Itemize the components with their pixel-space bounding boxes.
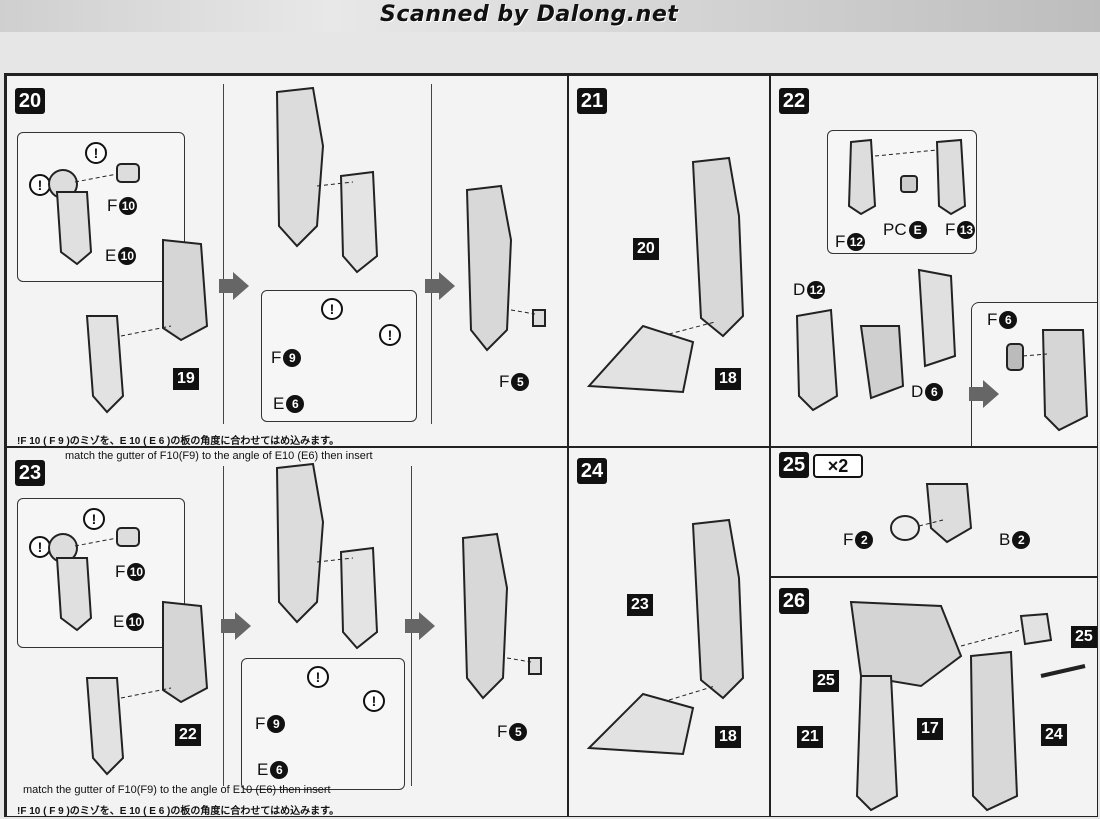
arm-assembly-illustration <box>275 86 379 274</box>
completed-arm-illustration <box>465 184 546 352</box>
part-tag-25: 25 <box>1071 626 1097 648</box>
step-number: 25 <box>779 452 809 478</box>
part-tag-22: 22 <box>175 724 201 746</box>
caution-icon: ! <box>83 508 105 530</box>
caution-icon: ! <box>363 690 385 712</box>
step-arrow <box>219 272 249 300</box>
step-21-panel: 21 20 18 <box>568 75 770 447</box>
divider <box>223 84 224 424</box>
leg-and-foot-illustration <box>586 156 745 394</box>
part-tag-21: 21 <box>797 726 823 748</box>
part-tag-25: 25 <box>813 670 839 692</box>
banner-text: Scanned by Dalong.net <box>380 2 679 27</box>
arm-part-illustration <box>48 527 140 632</box>
completed-arm-illustration <box>461 532 542 700</box>
part-tag-18: 18 <box>715 726 741 748</box>
step-number: 21 <box>577 88 607 114</box>
step-number: 22 <box>779 88 809 114</box>
step-number: 24 <box>577 458 607 484</box>
hip-finished-illustration <box>1006 329 1089 432</box>
step-arrow <box>405 612 435 640</box>
step-arrow <box>221 612 251 640</box>
instruction-note-jp: !F 10 ( F 9 )のミゾを、E 10 ( E 6 )の板の角度に合わせて… <box>17 436 340 447</box>
quantity-multiplier: ×2 <box>813 454 863 478</box>
leg-and-foot-illustration <box>586 518 745 756</box>
leg-assembly-illustration <box>85 238 209 414</box>
arm-part-illustration <box>48 163 140 266</box>
step-number: 20 <box>15 88 45 114</box>
caution-icon: ! <box>321 298 343 320</box>
instruction-note-en: match the gutter of F10(F9) to the angle… <box>65 450 373 462</box>
caution-icon: ! <box>307 666 329 688</box>
instruction-note-en: match the gutter of F10(F9) to the angle… <box>23 784 331 796</box>
part-tag-19: 19 <box>173 368 199 390</box>
caution-icon: ! <box>379 324 401 346</box>
step-24-panel: 24 23 18 <box>568 447 770 817</box>
part-tag-20: 20 <box>633 238 659 260</box>
caution-icon: ! <box>85 142 107 164</box>
hip-joint-parts-illustration <box>847 138 967 216</box>
part-tag-18: 18 <box>715 368 741 390</box>
divider <box>431 84 432 424</box>
step-23-panel: 23 match the gutter of F10(F9) to the an… <box>6 447 568 817</box>
step-number: 23 <box>15 460 45 486</box>
part-tag-17: 17 <box>917 718 943 740</box>
lower-body-assembly-illustration <box>849 600 1086 812</box>
step-26-panel: 26 25 25 21 17 24 <box>770 577 1098 817</box>
part-tag-23: 23 <box>627 594 653 616</box>
step-number: 26 <box>779 588 809 614</box>
instruction-note-jp: !F 10 ( F 9 )のミゾを、E 10 ( E 6 )の板の角度に合わせて… <box>17 806 340 817</box>
hip-assembly-illustration <box>795 268 957 412</box>
leg-assembly-illustration <box>85 600 209 776</box>
scan-banner: Scanned by Dalong.net <box>0 0 1100 32</box>
joint-cap-illustration <box>890 483 973 544</box>
part-tag-24: 24 <box>1041 724 1067 746</box>
arm-assembly-illustration <box>275 462 379 650</box>
step-arrow <box>969 380 999 408</box>
step-arrow <box>425 272 455 300</box>
